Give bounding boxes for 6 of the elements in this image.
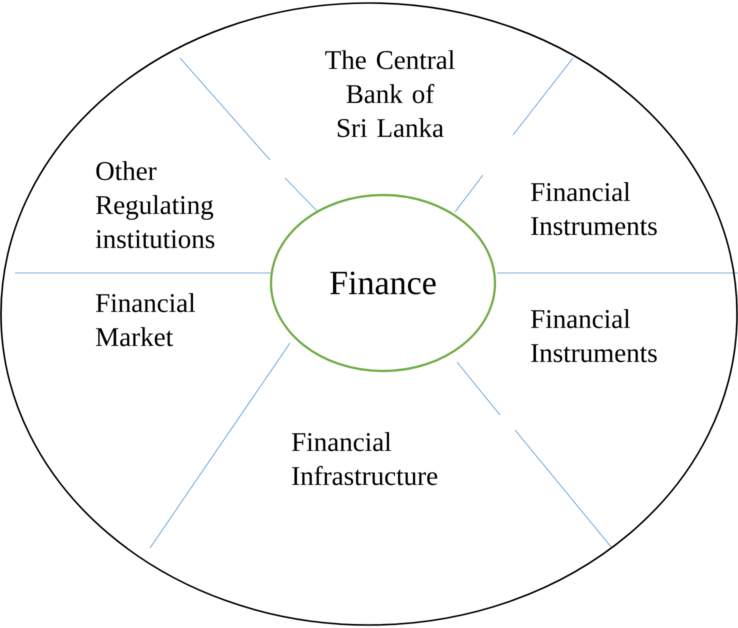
sector-label: Other Regulating institutions: [96, 161, 214, 248]
sector-label: The Central Bank of Sri Lanka: [325, 50, 455, 138]
sector-label: Financial Instruments: [531, 309, 657, 362]
sector-label: Financial Infrastructure: [292, 432, 438, 486]
sector-label: Financial Instruments: [531, 182, 657, 236]
sector-label: Financial Market: [96, 293, 196, 346]
